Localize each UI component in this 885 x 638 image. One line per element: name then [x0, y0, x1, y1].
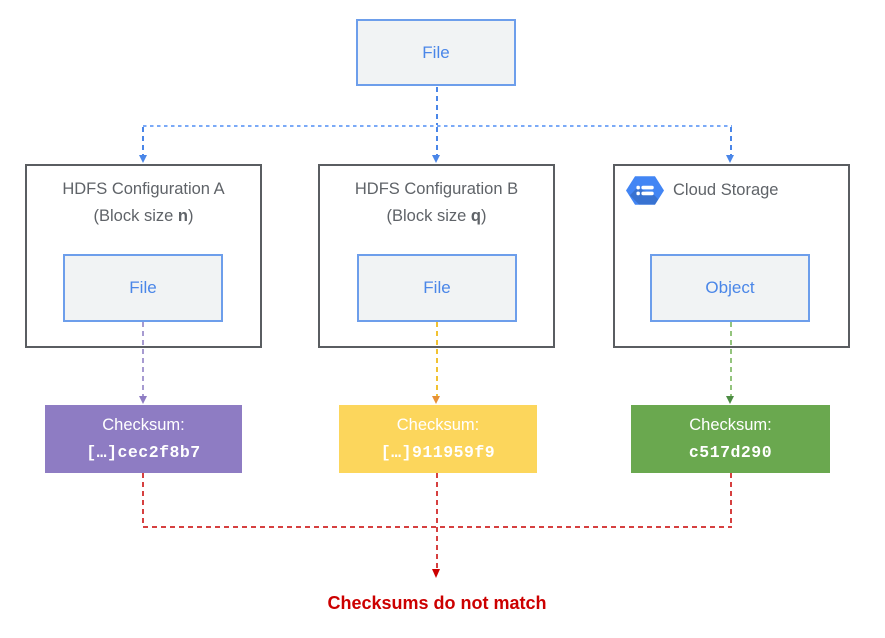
- cloud-storage-object-box: Object: [650, 254, 810, 322]
- hdfs-a-title: HDFS Configuration A (Block size n): [27, 176, 260, 230]
- connector-red-a: [142, 473, 144, 527]
- hdfs-b-title-line1: HDFS Configuration B: [354, 180, 519, 198]
- hdfs-b-file-box: File: [357, 254, 517, 322]
- hdfs-a-title-line2: (Block size n): [93, 207, 194, 225]
- cloud-storage-title: Cloud Storage: [673, 181, 779, 199]
- arrowhead-checksum-c: [726, 396, 734, 404]
- block-size-variable-q: q: [470, 207, 481, 225]
- checksum-a-heading: Checksum:: [102, 416, 185, 434]
- checksum-box-cloud-storage: Checksum: c517d290: [631, 405, 830, 473]
- connector-drop-hdfs-a: [142, 127, 144, 156]
- connector-drop-hdfs-b: [436, 127, 438, 156]
- hdfs-b-title: HDFS Configuration B (Block size q): [320, 176, 553, 230]
- hdfs-b-title-line2: (Block size q): [386, 207, 487, 225]
- source-file-label: File: [422, 42, 450, 62]
- connector-red-c: [730, 473, 732, 527]
- checksum-box-hdfs-a: Checksum: […]cec2f8b7: [45, 405, 242, 473]
- arrowhead-hdfs-b: [432, 155, 440, 163]
- arrowhead-result: [432, 569, 440, 578]
- checksum-c-heading: Checksum:: [689, 416, 772, 434]
- hdfs-a-file-label: File: [129, 278, 157, 297]
- cloud-storage-icon: [626, 175, 664, 206]
- checksum-b-heading: Checksum:: [396, 416, 480, 434]
- hdfs-a-title-line1: HDFS Configuration A: [62, 180, 225, 198]
- checksum-c-value: c517d290: [688, 443, 773, 462]
- arrowhead-checksum-b: [432, 396, 440, 404]
- block-size-variable-n: n: [177, 207, 188, 225]
- connector-red-center: [436, 473, 438, 570]
- arrowhead-checksum-a: [139, 396, 147, 404]
- connector-source-drop: [436, 87, 438, 125]
- checksum-b-value: […]911959f9: [380, 443, 496, 462]
- checksum-box-hdfs-b: Checksum: […]911959f9: [339, 405, 537, 473]
- connector-checksum-c: [730, 322, 732, 396]
- source-file-box: File: [356, 19, 516, 86]
- hdfs-a-file-box: File: [63, 254, 223, 322]
- connector-checksum-a: [142, 322, 144, 396]
- checksum-a-value: […]cec2f8b7: [86, 443, 201, 462]
- arrowhead-cloud-storage: [726, 155, 734, 163]
- arrowhead-hdfs-a: [139, 155, 147, 163]
- result-text: Checksums do not match: [327, 593, 547, 613]
- cloud-storage-header: Cloud Storage: [626, 175, 779, 206]
- connector-checksum-b: [436, 322, 438, 396]
- connector-drop-cloud-storage: [730, 127, 732, 156]
- connector-distributor-line: [143, 125, 732, 127]
- hdfs-b-file-label: File: [423, 278, 451, 297]
- cloud-storage-object-label: Object: [705, 278, 755, 297]
